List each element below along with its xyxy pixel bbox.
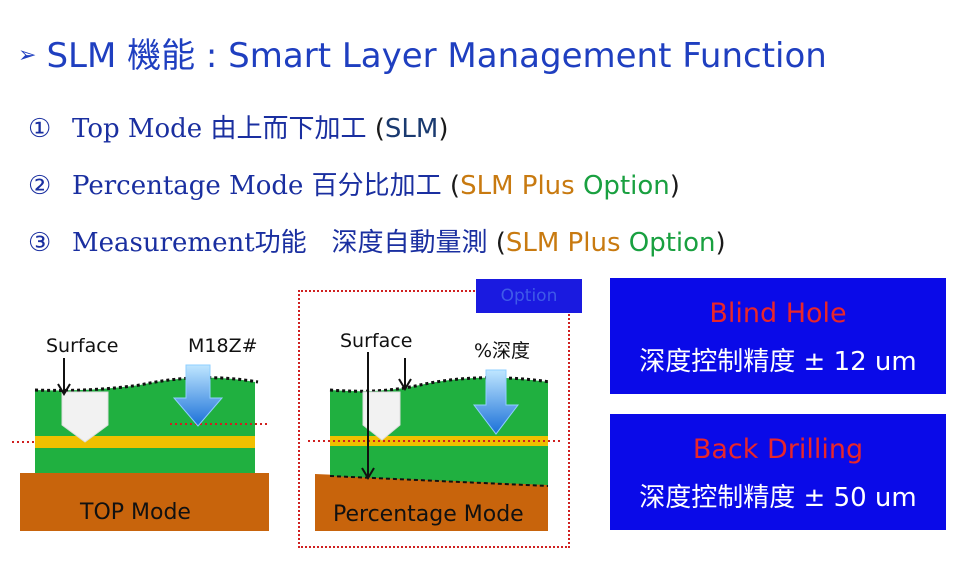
open-paren: ( xyxy=(449,171,461,201)
left-drill-hole xyxy=(61,391,109,443)
close-paren: ) xyxy=(669,171,680,201)
right-surface-label: Surface xyxy=(340,330,413,352)
item-number: ① xyxy=(28,114,52,144)
list-item-top-mode: ① Top Mode 由上而下加工 (SLM) xyxy=(28,108,448,145)
option-label: Option xyxy=(582,171,670,201)
right-tool-label: %深度 xyxy=(474,340,531,362)
option-label: Option xyxy=(628,228,716,258)
title-text: SLM 機能 : Smart Layer Management Function xyxy=(46,36,827,76)
right-tool-arrow-icon xyxy=(472,369,520,435)
bullet-arrow-icon: ➢ xyxy=(18,43,37,68)
right-bottom-line xyxy=(329,475,549,487)
box-heading: Blind Hole xyxy=(709,298,847,329)
right-base-block xyxy=(315,474,548,531)
item-text: Percentage Mode 百分比加工 xyxy=(72,171,442,201)
item-number: ② xyxy=(28,171,52,201)
left-mode-label: TOP Mode xyxy=(80,500,191,525)
box-spec: 深度控制精度 ± 50 um xyxy=(639,483,917,513)
percentage-mode-frame xyxy=(298,290,570,548)
box-heading: Back Drilling xyxy=(692,434,864,465)
left-tool-label: M18Z# xyxy=(188,335,258,357)
back-drilling-box: Back Drilling 深度控制精度 ± 50 um xyxy=(610,414,946,530)
box-spec: 深度控制精度 ± 12 um xyxy=(639,347,917,377)
item-text: Measurement功能 深度自動量測 xyxy=(72,228,488,258)
right-drill-hole xyxy=(362,391,401,441)
close-paren: ) xyxy=(438,114,449,144)
slm-label: SLM xyxy=(384,114,439,144)
option-tag: Option xyxy=(476,279,582,313)
left-base-block xyxy=(20,473,269,531)
left-tool-arrow-icon xyxy=(172,364,224,427)
slm-plus-label: SLM Plus xyxy=(505,228,621,258)
left-surface-label: Surface xyxy=(46,335,119,357)
item-number: ③ xyxy=(28,228,52,258)
open-paren: ( xyxy=(374,114,385,144)
close-paren: ) xyxy=(715,228,726,258)
list-item-percentage-mode: ② Percentage Mode 百分比加工 (SLM Plus Option) xyxy=(28,165,680,202)
slm-plus-label: SLM Plus xyxy=(460,171,575,201)
blind-hole-box: Blind Hole 深度控制精度 ± 12 um xyxy=(610,278,946,394)
item-text: Top Mode 由上而下加工 xyxy=(72,114,367,144)
left-inner-layer xyxy=(35,436,255,448)
right-surface-line xyxy=(329,376,551,393)
right-mode-label: Percentage Mode xyxy=(333,502,524,527)
left-surface-line xyxy=(34,376,259,392)
open-paren: ( xyxy=(495,228,506,258)
slide-title: ➢ SLM 機能 : Smart Layer Management Functio… xyxy=(18,28,827,77)
list-item-measurement: ③ Measurement功能 深度自動量測 (SLM Plus Option) xyxy=(28,222,726,259)
